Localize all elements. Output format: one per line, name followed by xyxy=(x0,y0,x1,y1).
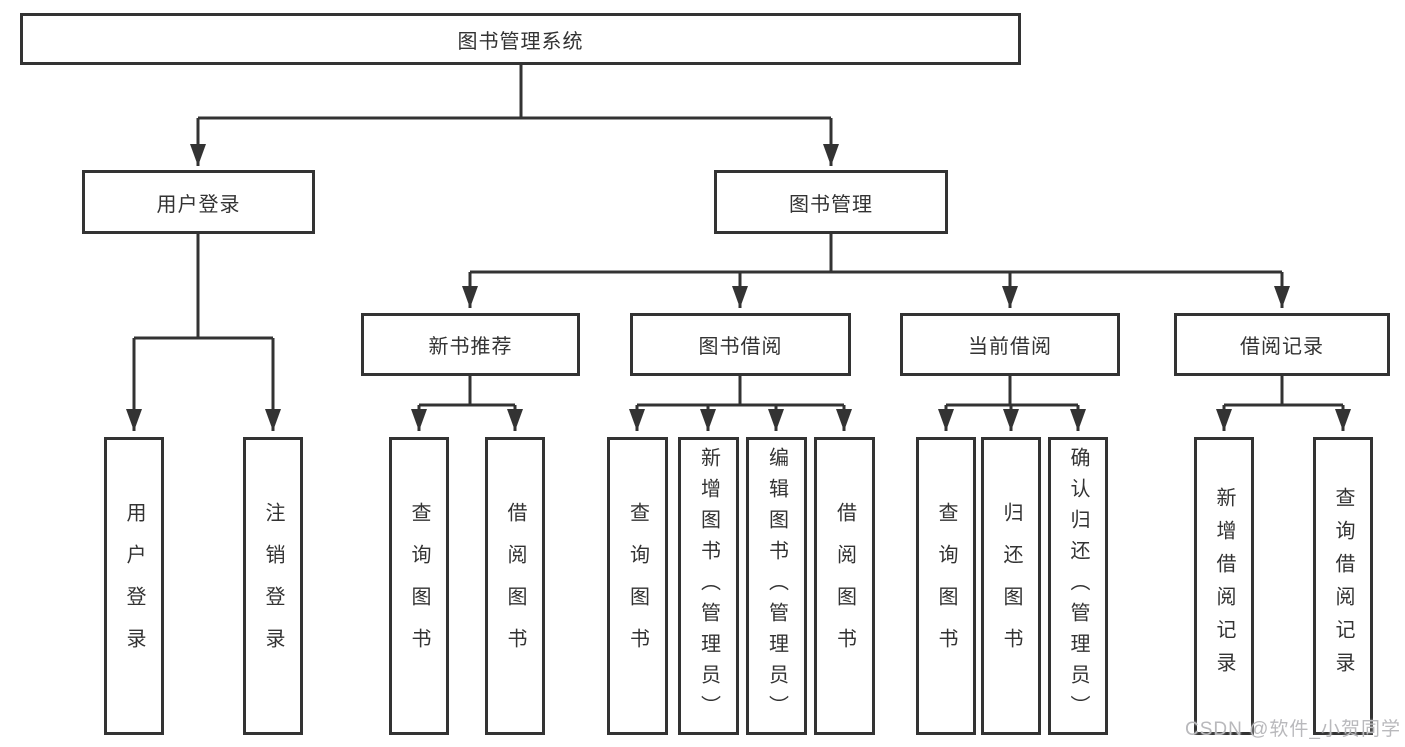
node-leaf-add-borrow-record: 新增借阅记录 xyxy=(1194,437,1254,735)
node-label: 借阅图书 xyxy=(504,502,526,670)
node-label: 新增借阅记录 xyxy=(1213,487,1235,685)
node-label: 用户登录 xyxy=(123,502,145,670)
node-leaf-return-books: 归还图书 xyxy=(981,437,1041,735)
node-leaf-query-books-borrowing: 查询图书 xyxy=(607,437,668,735)
node-leaf-add-books-admin: 新增图书（管理员） xyxy=(678,437,739,735)
node-leaf-borrow-books: 借阅图书 xyxy=(814,437,875,735)
node-label: 编辑图书（管理员） xyxy=(765,446,788,726)
node-label: 图书借阅 xyxy=(698,336,783,358)
node-label: 借阅图书 xyxy=(833,502,856,670)
node-label: 图书管理 xyxy=(789,193,873,216)
node-new-book-recommend: 新书推荐 xyxy=(361,313,580,376)
node-label: 确认归还（管理员） xyxy=(1067,446,1089,726)
node-leaf-user-login: 用户登录 xyxy=(104,437,164,735)
node-current-borrowing: 当前借阅 xyxy=(900,313,1120,376)
watermark: CSDN @软件_小贺同学 xyxy=(1185,719,1401,740)
node-borrowing-records: 借阅记录 xyxy=(1174,313,1390,376)
node-leaf-edit-books-admin: 编辑图书（管理员） xyxy=(746,437,807,735)
node-label: 用户登录 xyxy=(156,193,241,216)
node-label: 归还图书 xyxy=(1000,502,1022,670)
node-leaf-query-books-current: 查询图书 xyxy=(916,437,976,735)
node-label: 查询图书 xyxy=(626,502,649,670)
node-leaf-borrow-books-recommend: 借阅图书 xyxy=(485,437,545,735)
node-leaf-logout: 注销登录 xyxy=(243,437,303,735)
node-book-management: 图书管理 xyxy=(714,170,948,234)
node-label: 查询图书 xyxy=(935,502,957,670)
node-label: 图书管理系统 xyxy=(457,30,584,53)
node-leaf-query-borrow-record: 查询借阅记录 xyxy=(1313,437,1373,735)
node-leaf-query-books-recommend: 查询图书 xyxy=(389,437,449,735)
node-label: 查询图书 xyxy=(408,502,430,670)
node-label: 查询借阅记录 xyxy=(1332,487,1354,685)
node-label: 注销登录 xyxy=(262,502,284,670)
node-label: 新书推荐 xyxy=(428,336,513,358)
node-label: 新增图书（管理员） xyxy=(697,446,720,726)
node-label: 当前借阅 xyxy=(968,336,1052,358)
node-library-system: 图书管理系统 xyxy=(20,13,1021,65)
node-leaf-confirm-return-admin: 确认归还（管理员） xyxy=(1048,437,1108,735)
node-label: 借阅记录 xyxy=(1240,336,1324,358)
node-book-borrowing: 图书借阅 xyxy=(630,313,851,376)
node-user-login: 用户登录 xyxy=(82,170,315,234)
